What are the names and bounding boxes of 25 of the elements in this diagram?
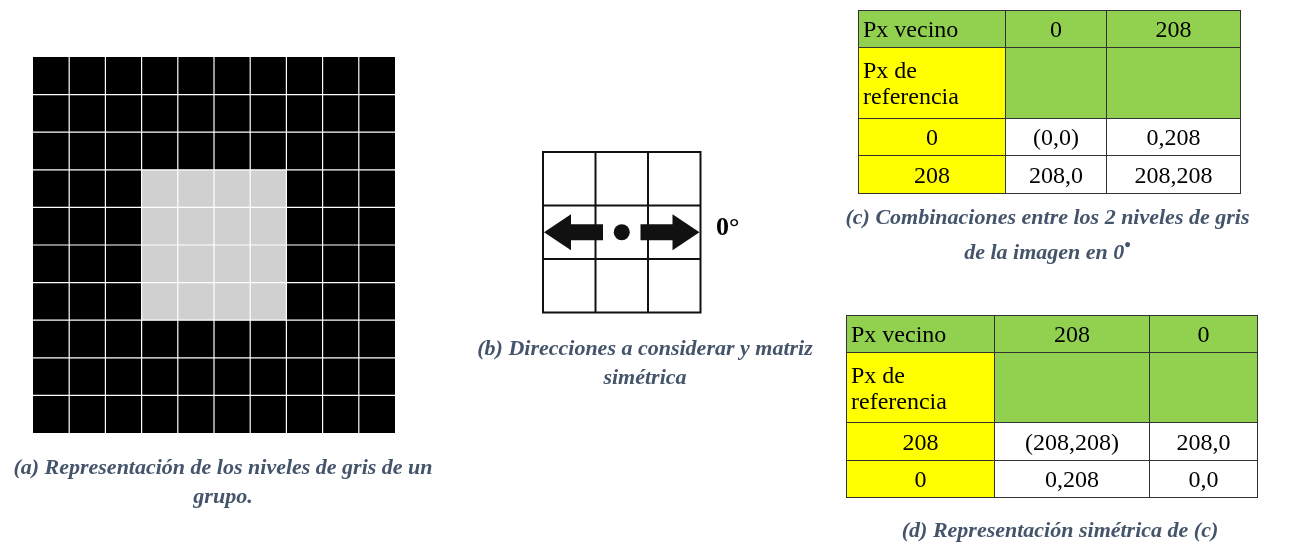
figure-caption: (d) Representación simétrica de (c) bbox=[900, 516, 1220, 544]
table-cell: Px vecino bbox=[858, 10, 1006, 48]
table-cell: 208,0 bbox=[1005, 155, 1107, 194]
table-cell: 208,208 bbox=[1106, 155, 1241, 194]
figure-caption: (a) Representación de los niveles de gris de un grupo. bbox=[12, 453, 434, 510]
table-cell: 0 bbox=[858, 118, 1006, 156]
table-cell: (0,0) bbox=[1005, 118, 1107, 156]
table-cell: 0 bbox=[1005, 10, 1107, 48]
table-cell: 208 bbox=[994, 315, 1150, 353]
angle-label: 0° bbox=[716, 212, 740, 242]
table-cell: 0,0 bbox=[1149, 460, 1258, 498]
table-cell: 0,208 bbox=[994, 460, 1150, 498]
table-cell: Px vecino bbox=[846, 315, 995, 353]
figure-caption: (b) Direcciones a considerar y matriz simétrica bbox=[476, 334, 814, 391]
table-cell: 208 bbox=[1106, 10, 1241, 48]
table-cell: 208,0 bbox=[1149, 422, 1258, 461]
figure-caption: (c) Combinaciones entre los 2 niveles de gris de la imagen en 0$^{•}$ bbox=[844, 203, 1251, 267]
table-cell: (208,208) bbox=[994, 422, 1150, 461]
table-cell: 208 bbox=[846, 422, 995, 461]
table-cell: 0 bbox=[846, 460, 995, 498]
table-cell: Px de referencia bbox=[846, 352, 995, 423]
table-cell: Px de referencia bbox=[858, 47, 1006, 119]
table-cell: 0 bbox=[1149, 315, 1258, 353]
table-cell: 208 bbox=[858, 155, 1006, 194]
table-cell: 0,208 bbox=[1106, 118, 1241, 156]
